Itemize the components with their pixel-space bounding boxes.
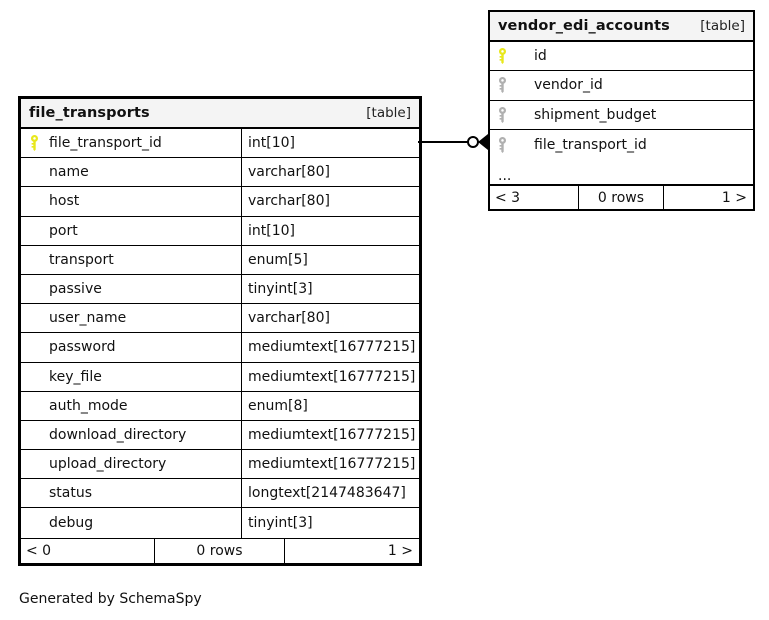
entity-title: file_transports xyxy=(29,105,150,121)
column-name: download_directory xyxy=(47,420,242,450)
generated-by-caption: Generated by SchemaSpy xyxy=(19,591,202,607)
column-type: longtext[2147483647] xyxy=(248,485,406,502)
primary-key-icon xyxy=(30,135,38,152)
column-type: enum[5] xyxy=(248,251,308,268)
entity-kind-label: [table] xyxy=(366,105,411,121)
footer-row-count: 0 rows xyxy=(154,538,285,563)
footer-prev-button[interactable]: < 0 xyxy=(26,542,52,559)
entity-footer: < 0 0 rows 1 > xyxy=(21,537,419,563)
column-type: mediumtext[16777215] xyxy=(248,339,416,356)
column-name: id xyxy=(534,48,547,65)
footer-row-count: 0 rows xyxy=(578,186,664,210)
column-name: file_transport_id xyxy=(534,136,647,153)
column-row[interactable]: vendor_id xyxy=(490,71,753,101)
column-row[interactable]: auth_mode enum[8] xyxy=(21,391,419,421)
column-name: status xyxy=(47,479,242,508)
entity-kind-label: [table] xyxy=(700,18,745,34)
column-type: varchar[80] xyxy=(248,164,330,181)
footer-next-button[interactable]: 1 > xyxy=(721,189,747,206)
column-name: auth_mode xyxy=(47,391,242,420)
footer-prev-button[interactable]: < 3 xyxy=(495,189,521,206)
relationship-connector-crows-foot xyxy=(418,134,490,150)
column-row[interactable]: status longtext[2147483647] xyxy=(21,479,419,509)
column-row[interactable]: passive tinyint[3] xyxy=(21,274,419,305)
entity-file-transports[interactable]: file_transports [table] file_transport_i… xyxy=(18,96,422,566)
column-name: passive xyxy=(47,274,242,304)
column-name: user_name xyxy=(47,304,242,333)
more-columns-indicator: ... xyxy=(490,159,753,186)
foreign-key-icon xyxy=(498,106,506,123)
column-row[interactable]: upload_directory mediumtext[16777215] xyxy=(21,450,419,480)
column-key-indicator xyxy=(490,48,514,65)
footer-next-button[interactable]: 1 > xyxy=(387,542,413,559)
column-name: password xyxy=(47,333,242,362)
entity-title: vendor_edi_accounts xyxy=(498,18,670,34)
column-type: int[10] xyxy=(248,135,295,152)
column-name: name xyxy=(47,158,242,187)
column-type: varchar[80] xyxy=(248,310,330,327)
column-name: key_file xyxy=(47,362,242,391)
foreign-key-icon xyxy=(498,136,506,153)
column-key-indicator xyxy=(490,136,514,153)
column-name: vendor_id xyxy=(534,77,603,94)
foreign-key-icon xyxy=(498,77,506,94)
column-name: port xyxy=(47,216,242,245)
column-row[interactable]: password mediumtext[16777215] xyxy=(21,333,419,363)
column-row[interactable]: id xyxy=(490,42,753,72)
primary-key-icon xyxy=(498,48,506,65)
column-type: tinyint[3] xyxy=(248,281,313,298)
column-row[interactable]: shipment_budget xyxy=(490,100,753,130)
column-row[interactable]: file_transport_id xyxy=(490,129,753,160)
column-row[interactable]: user_name varchar[80] xyxy=(21,304,419,334)
column-type: tinyint[3] xyxy=(248,515,313,532)
column-type: enum[8] xyxy=(248,397,308,414)
column-type: int[10] xyxy=(248,222,295,239)
column-name: upload_directory xyxy=(47,450,242,479)
column-row[interactable]: download_directory mediumtext[16777215] xyxy=(21,420,419,451)
column-row[interactable]: name varchar[80] xyxy=(21,158,419,188)
column-row[interactable]: file_transport_id int[10] xyxy=(21,129,419,159)
column-key-indicator xyxy=(21,135,47,152)
column-name: debug xyxy=(47,508,242,538)
column-type: mediumtext[16777215] xyxy=(248,456,416,473)
column-row[interactable]: debug tinyint[3] xyxy=(21,508,419,538)
column-row[interactable]: key_file mediumtext[16777215] xyxy=(21,362,419,392)
column-name: file_transport_id xyxy=(47,129,242,158)
column-type: mediumtext[16777215] xyxy=(248,426,416,443)
column-list: id vendor_id shipment_budget file_transport… xyxy=(490,42,753,160)
column-type: mediumtext[16777215] xyxy=(248,368,416,385)
column-name: transport xyxy=(47,245,242,274)
entity-footer: < 3 0 rows 1 > xyxy=(490,185,753,210)
column-row[interactable]: transport enum[5] xyxy=(21,245,419,275)
column-name: shipment_budget xyxy=(534,106,657,123)
column-key-indicator xyxy=(490,106,514,123)
entity-header: file_transports [table] xyxy=(21,99,419,129)
column-name: host xyxy=(47,187,242,216)
column-key-indicator xyxy=(490,77,514,94)
column-row[interactable]: port int[10] xyxy=(21,216,419,246)
entity-header: vendor_edi_accounts [table] xyxy=(490,12,753,42)
column-row[interactable]: host varchar[80] xyxy=(21,187,419,217)
column-type: varchar[80] xyxy=(248,193,330,210)
